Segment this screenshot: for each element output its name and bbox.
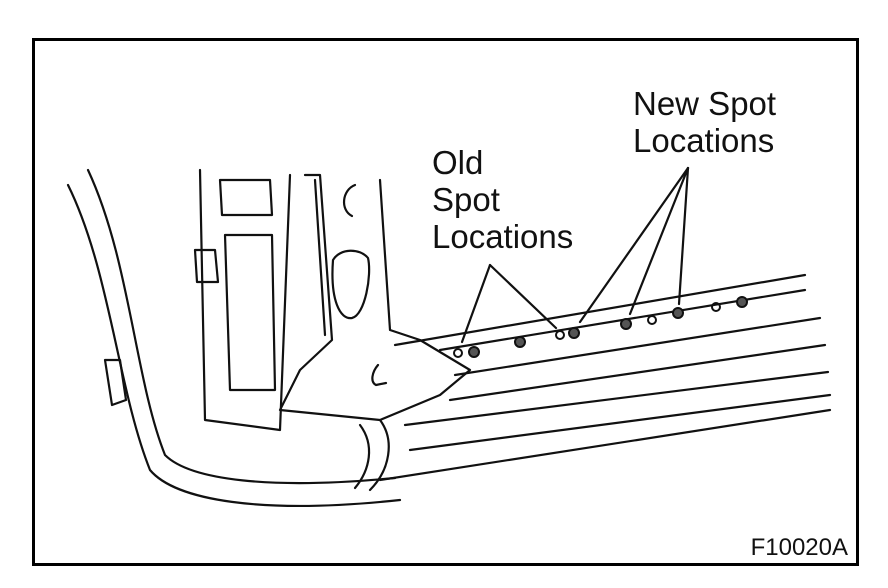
arch-flange — [103, 358, 128, 407]
leader-old-2 — [488, 263, 558, 330]
rocker-bottom — [378, 408, 832, 482]
pillar-window — [218, 178, 274, 217]
pillar-tab — [193, 248, 220, 284]
pillar-outer — [198, 168, 292, 432]
rocker-line-1 — [453, 316, 822, 377]
spot-new-4 — [620, 318, 632, 330]
wheel-arch-inner — [86, 168, 397, 485]
rocker-line-3 — [403, 370, 830, 427]
rocker-top-line — [393, 273, 807, 347]
pillar-notch — [371, 363, 388, 387]
old-spot-locations-label: Old Spot Locations — [432, 144, 574, 255]
spot-old-2 — [555, 330, 565, 340]
spot-old-1 — [453, 348, 463, 358]
pillar-boss — [331, 249, 371, 320]
figure-id: F10020A — [750, 534, 848, 561]
spot-new-1 — [468, 346, 480, 358]
spot-old-4 — [711, 302, 721, 312]
rocker-joint-2 — [353, 423, 371, 490]
rocker-joint — [368, 418, 390, 492]
leader-new-3 — [677, 166, 690, 306]
pillar-panel — [223, 233, 277, 392]
center-pillar-hole — [343, 183, 357, 218]
leader-new-1 — [578, 166, 690, 324]
new-spot-locations-label: New Spot Locations — [633, 85, 777, 159]
rocker-line-2 — [448, 343, 827, 402]
spot-new-5 — [672, 307, 684, 319]
center-pillar-inner — [313, 178, 327, 337]
diagram-frame — [32, 38, 859, 566]
wheel-arch-outer — [66, 183, 402, 507]
leader-new-2 — [628, 166, 690, 316]
spot-old-3 — [647, 315, 657, 325]
rocker-line-4 — [408, 393, 832, 452]
spot-new-6 — [736, 296, 748, 308]
spot-new-2 — [514, 336, 526, 348]
leader-old-1 — [460, 263, 492, 344]
spot-new-3 — [568, 327, 580, 339]
